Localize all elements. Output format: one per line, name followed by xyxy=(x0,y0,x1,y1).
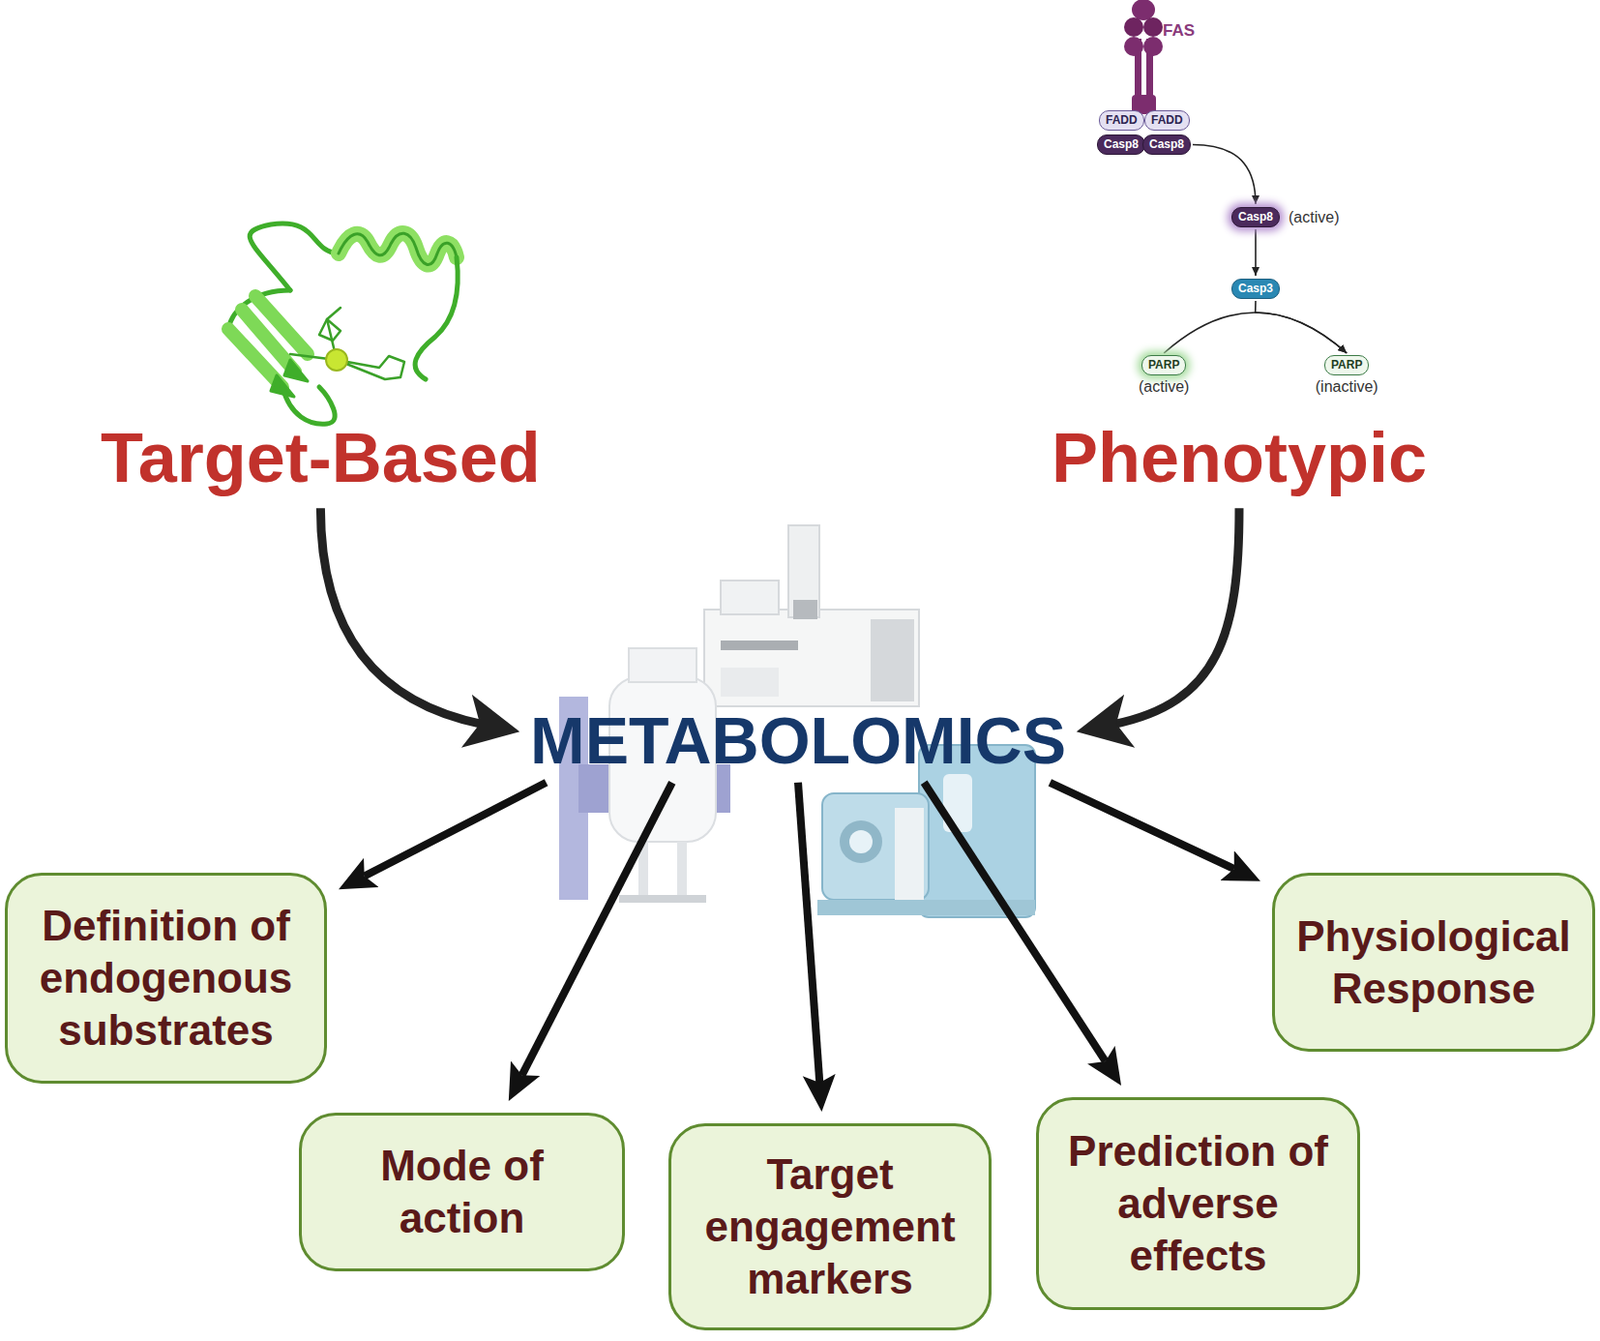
outcome-arrow xyxy=(923,782,1105,1062)
heading-node: METABOLOMICS xyxy=(524,700,1072,781)
outcome-box: Definition of endogenous substrates xyxy=(4,872,327,1084)
pathway-pill: Casp8(active) xyxy=(1231,207,1280,228)
heading-node: Target-Based xyxy=(94,415,547,501)
protein-name: FADD xyxy=(1151,113,1184,127)
box-text: Target engagement markers xyxy=(686,1148,974,1304)
receptor-label: FAS xyxy=(1162,21,1195,41)
heading-node: Phenotypic xyxy=(1045,415,1433,501)
heading-text: Phenotypic xyxy=(1051,419,1427,497)
fas-receptor xyxy=(1124,0,1163,117)
protein-name: Casp8 xyxy=(1149,137,1185,151)
outcome-arrow xyxy=(1049,782,1234,869)
outcome-arrow xyxy=(522,782,673,1076)
box-text: Prediction of adverse effects xyxy=(1054,1125,1342,1281)
pathway-pill: PARP(active) xyxy=(1141,355,1186,376)
heading-text: Target-Based xyxy=(100,419,541,497)
pathway-arrow xyxy=(1254,229,1257,276)
pathway-arrow xyxy=(1192,145,1256,206)
outcome-arrow xyxy=(364,782,547,877)
outcome-box: Physiological Response xyxy=(1272,872,1596,1052)
protein-name: PARP xyxy=(1331,357,1363,372)
flow-arrow xyxy=(320,507,484,725)
state-label: (inactive) xyxy=(1315,378,1379,396)
protein-name: Casp8 xyxy=(1103,137,1139,151)
pathway-arrow xyxy=(1163,312,1347,354)
flow-arrow xyxy=(1112,507,1240,725)
heading-text: METABOLOMICS xyxy=(530,704,1067,777)
protein-name: Casp8 xyxy=(1238,209,1274,224)
protein-name: FADD xyxy=(1105,113,1138,127)
pathway-pill: Casp8 xyxy=(1096,134,1146,155)
pathway-pill: Casp8 xyxy=(1142,134,1191,155)
pathway-pill: FADD xyxy=(1098,110,1145,131)
protein-name: Casp3 xyxy=(1238,281,1274,296)
pathway-pill: PARP(inactive) xyxy=(1324,355,1369,376)
pathway-pill: FADD xyxy=(1144,110,1190,131)
outcome-arrow xyxy=(798,782,820,1083)
outcome-box: Target engagement markers xyxy=(668,1123,992,1331)
box-text: Physiological Response xyxy=(1290,910,1577,1014)
protein-ribbon xyxy=(228,223,458,424)
state-label: (active) xyxy=(1138,378,1189,396)
outcome-box: Mode of action xyxy=(298,1112,625,1272)
outcome-box: Prediction of adverse effects xyxy=(1036,1096,1361,1310)
box-text: Definition of endogenous substrates xyxy=(23,899,309,1056)
pathway-pill: Casp3 xyxy=(1231,278,1280,299)
pathway-arrow xyxy=(1255,300,1348,354)
protein-name: PARP xyxy=(1148,357,1180,372)
box-text: Mode of action xyxy=(317,1139,607,1244)
state-label: (active) xyxy=(1288,208,1339,227)
